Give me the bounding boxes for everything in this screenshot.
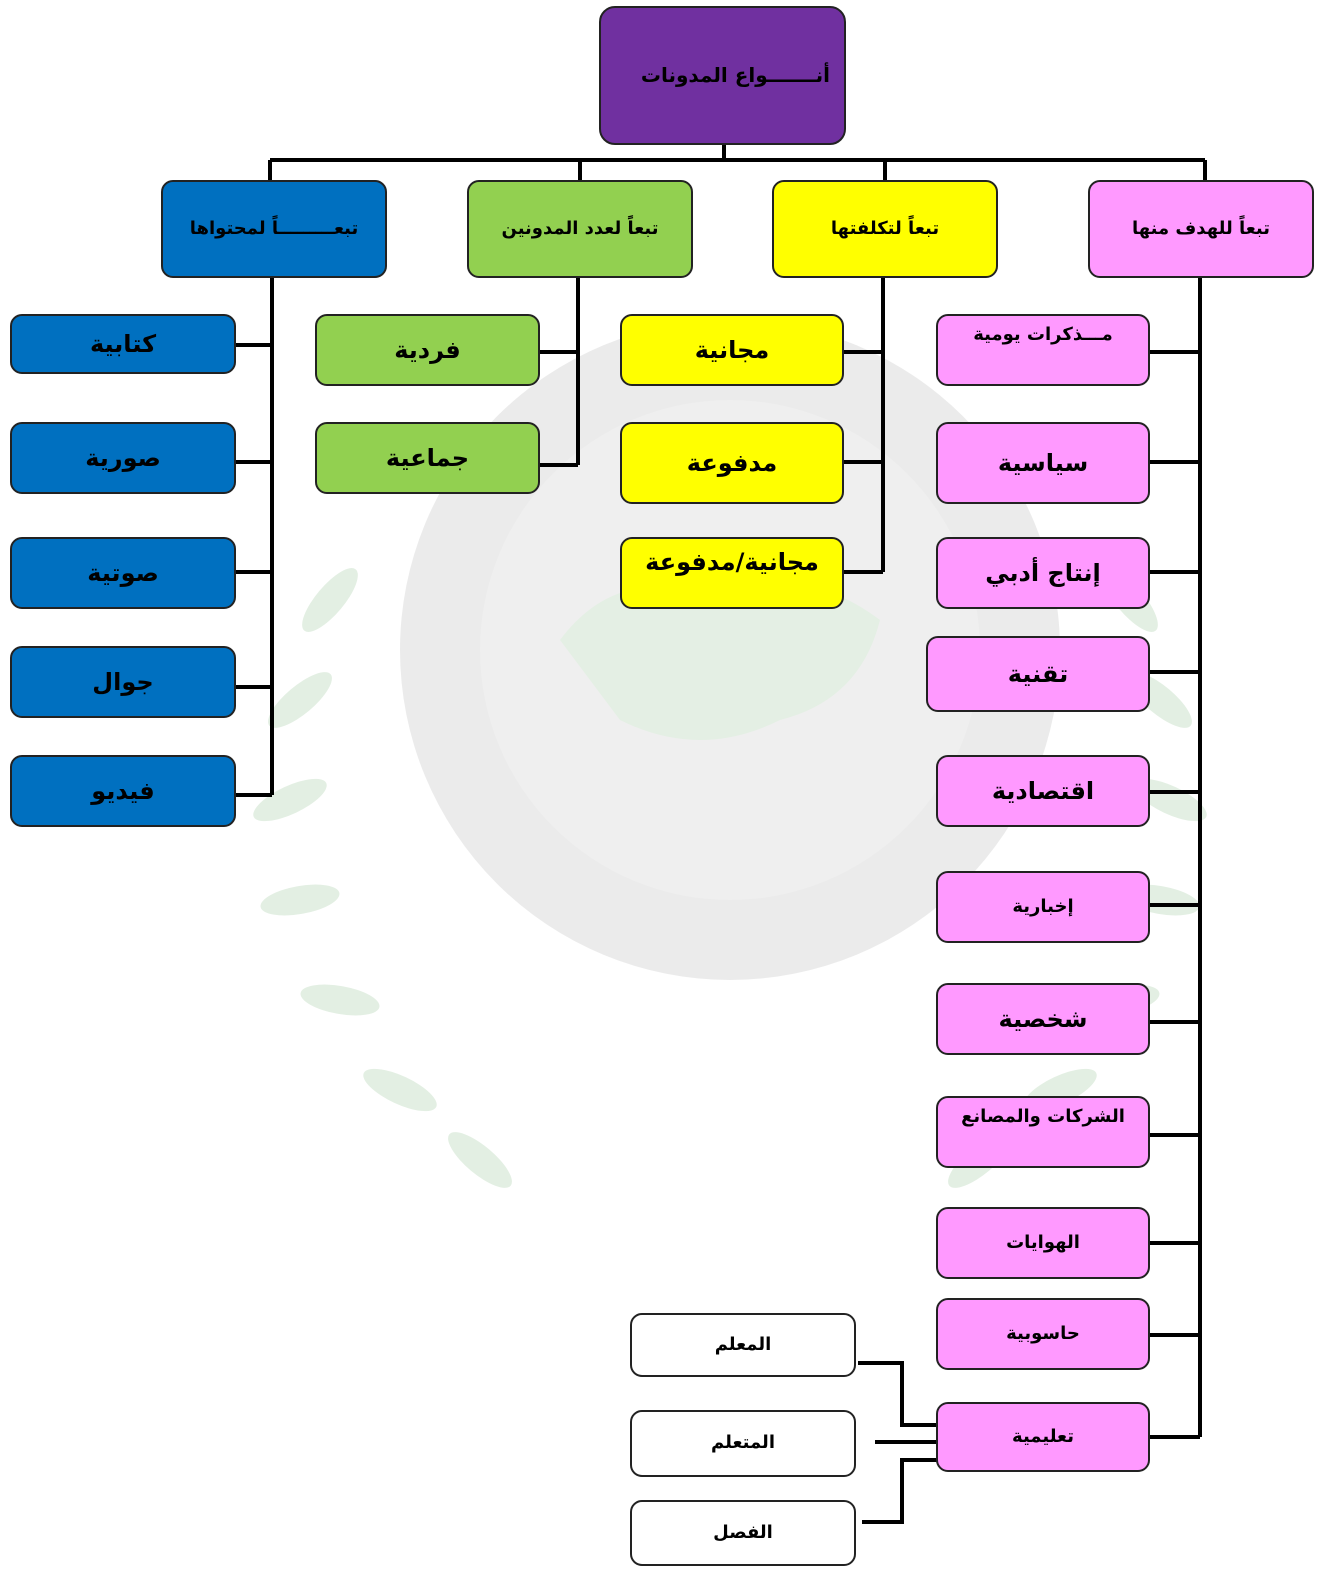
educational-item: الفصل <box>630 1500 856 1566</box>
purpose-item: اقتصادية <box>936 755 1150 827</box>
purpose-item: الهوايات <box>936 1207 1150 1279</box>
purpose-item-label: حاسوبية <box>1006 1322 1080 1344</box>
cost-item-label: مدفوعة <box>686 449 778 477</box>
educational-item: المعلم <box>630 1313 856 1377</box>
purpose-item-label: الشركات والمصانع <box>961 1106 1125 1127</box>
purpose-item: حاسوبية <box>936 1298 1150 1370</box>
content-item-label: كتابية <box>89 330 157 358</box>
purpose-item: إخبارية <box>936 871 1150 943</box>
purpose-item: سياسية <box>936 422 1150 504</box>
cost-item: مجانية <box>620 314 844 386</box>
bloggers-item-label: فردية <box>394 336 461 364</box>
content-item: فيديو <box>10 755 236 827</box>
category-content-label: تبعـــــــــاً لمحتواها <box>189 217 359 239</box>
educational-item-label: الفصل <box>713 1521 773 1543</box>
purpose-item-label: مـــذكرات يومية <box>973 324 1113 345</box>
purpose-item: تقنية <box>926 636 1150 712</box>
purpose-item-label: تعليمية <box>1012 1425 1074 1447</box>
purpose-item: شخصية <box>936 983 1150 1055</box>
category-content: تبعـــــــــاً لمحتواها <box>161 180 387 278</box>
purpose-item: مـــذكرات يومية <box>936 314 1150 386</box>
category-cost: تبعاً لتكلفتها <box>772 180 998 278</box>
purpose-item: إنتاج أدبي <box>936 537 1150 609</box>
purpose-item-label: الهوايات <box>1006 1231 1080 1253</box>
category-purpose: تبعاً للهدف منها <box>1088 180 1314 278</box>
purpose-item-label: إنتاج أدبي <box>985 559 1101 587</box>
content-item-label: فيديو <box>91 777 155 805</box>
educational-item-label: المتعلم <box>711 1432 775 1454</box>
bloggers-item-label: جماعية <box>385 444 470 472</box>
content-item: صورية <box>10 422 236 494</box>
educational-item: المتعلم <box>630 1410 856 1477</box>
content-item: صوتية <box>10 537 236 609</box>
purpose-item-label: شخصية <box>998 1005 1088 1033</box>
content-item-label: جوال <box>92 668 154 696</box>
category-purpose-label: تبعاً للهدف منها <box>1132 217 1270 239</box>
purpose-item-label: إخبارية <box>1012 895 1074 917</box>
cost-item-label: مجانية/مدفوعة <box>645 548 819 576</box>
cost-item-label: مجانية <box>694 336 770 364</box>
content-item: جوال <box>10 646 236 718</box>
bloggers-item: فردية <box>315 314 540 386</box>
category-bloggers: تبعاً لعدد المدونين <box>467 180 693 278</box>
purpose-item-label: سياسية <box>997 449 1089 477</box>
purpose-item-label: اقتصادية <box>991 777 1095 805</box>
purpose-item-label: تقنية <box>1007 660 1069 688</box>
content-item: كتابية <box>10 314 236 374</box>
category-cost-label: تبعاً لتكلفتها <box>830 217 940 239</box>
content-item-label: صورية <box>85 444 161 472</box>
content-item-label: صوتية <box>87 559 159 587</box>
purpose-item-educational: تعليمية <box>936 1402 1150 1472</box>
root-label: أنـــــــواع المدونات <box>640 63 830 87</box>
category-bloggers-label: تبعاً لعدد المدونين <box>501 217 659 239</box>
bloggers-item: جماعية <box>315 422 540 494</box>
purpose-item: الشركات والمصانع <box>936 1096 1150 1168</box>
educational-item-label: المعلم <box>714 1333 772 1355</box>
root-node: أنـــــــواع المدونات <box>599 6 846 145</box>
cost-item: مجانية/مدفوعة <box>620 537 844 609</box>
cost-item: مدفوعة <box>620 422 844 504</box>
